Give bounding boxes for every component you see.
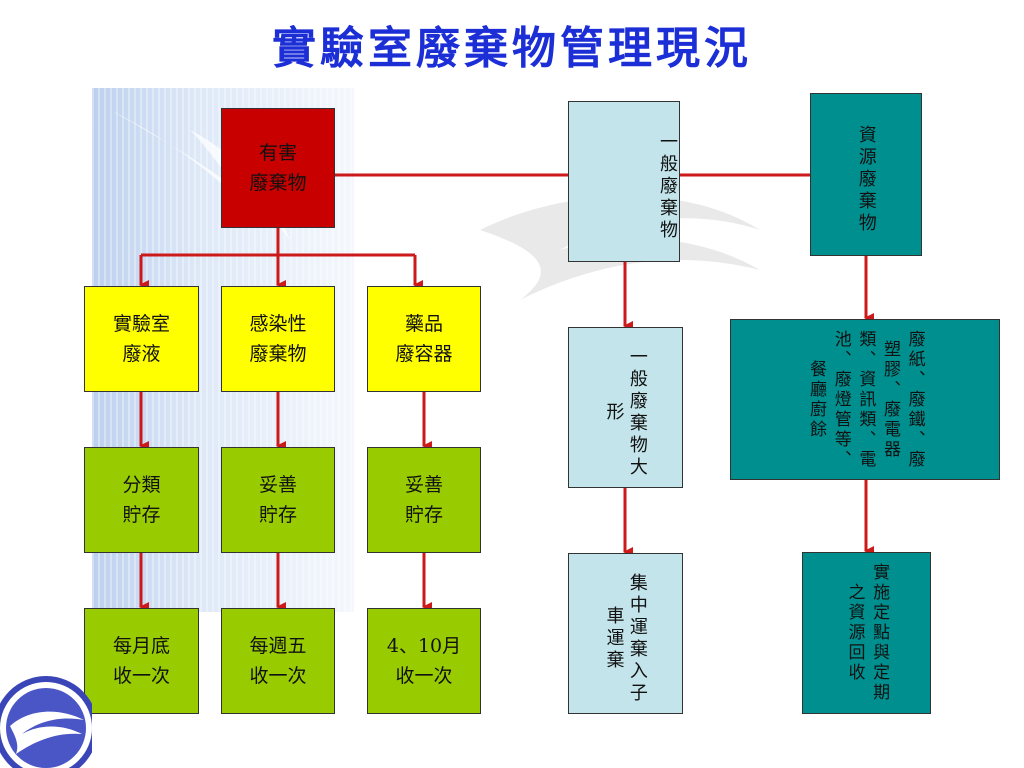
infectious-waste-box: 感染性 廢棄物 — [221, 286, 335, 392]
page-title: 實驗室廢棄物管理現況 — [272, 23, 752, 74]
collection-weekly-box: 每週五 收一次 — [221, 608, 335, 714]
general-large-waste-box: 一般廢棄物大形 — [568, 327, 683, 488]
chemical-container-waste-box: 藥品 廢容器 — [367, 286, 481, 392]
collection-monthly-box: 每月底 收一次 — [84, 608, 199, 714]
collection-apr-oct-box: 4、10月 收一次 — [367, 608, 481, 714]
recyclable-items-box: 廢紙、廢鐵、廢塑膠、廢電器類、資訊類、電池、廢燈管等、餐廳廚餘 — [730, 319, 1000, 480]
sort-storage-box: 分類 貯存 — [84, 447, 199, 553]
recyclable-waste-box: 資源廢棄物 — [810, 93, 922, 256]
ministry-logo-icon — [0, 676, 92, 768]
proper-storage-box-1: 妥善 貯存 — [221, 447, 335, 553]
proper-storage-box-2: 妥善 貯存 — [367, 447, 481, 553]
hazardous-waste-box: 有害 廢棄物 — [221, 108, 335, 228]
central-transport-box: 集中運棄入子車運棄 — [568, 553, 683, 714]
lab-liquid-waste-box: 實驗室 廢液 — [84, 286, 199, 392]
scheduled-recycling-box: 實施定點與定期之資源回收 — [802, 552, 931, 714]
general-waste-box: 一般廢棄物 — [568, 101, 680, 262]
